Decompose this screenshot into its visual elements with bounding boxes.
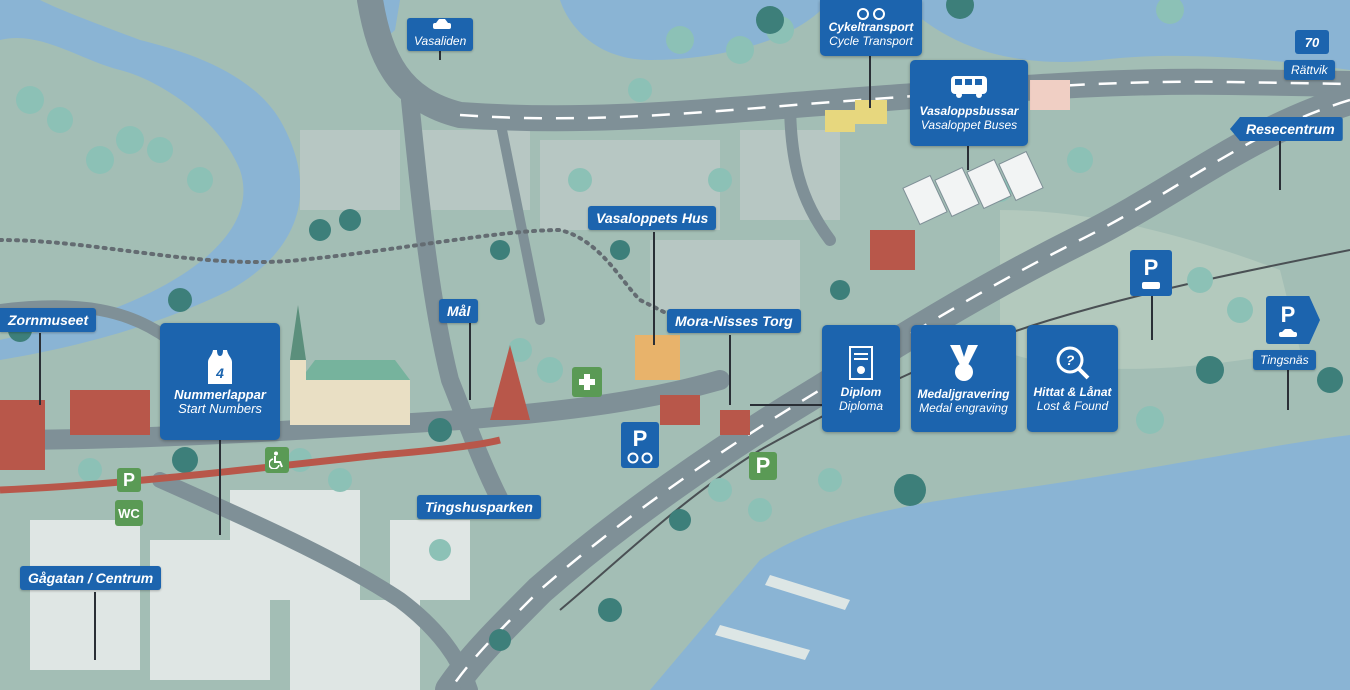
medalj-en: Medal engraving — [919, 400, 1008, 415]
hittat-lanat-card[interactable]: ? Hittat & Lånat Lost & Found — [1027, 325, 1118, 432]
tingshusparken-label[interactable]: Tingshusparken — [417, 495, 541, 519]
resecentrum-text: Resecentrum — [1246, 121, 1335, 137]
parking-letter: P — [755, 453, 771, 478]
medal-icon — [949, 344, 978, 381]
bussar-en: Vasaloppet Buses — [920, 118, 1018, 132]
parking-letter: P — [1280, 302, 1296, 327]
start-number: 4 — [215, 365, 224, 381]
wc-sign[interactable]: WC — [115, 500, 143, 526]
accessibility-sign — [265, 447, 289, 473]
vasaloppets-hus-text: Vasaloppets Hus — [596, 210, 709, 226]
church — [290, 80, 1070, 425]
cykeltransport-sv: Cykeltransport — [828, 20, 914, 34]
first-aid-cross-icon — [579, 374, 595, 390]
svg-text:?: ? — [1065, 352, 1074, 368]
ski-trail — [0, 227, 702, 332]
zornmuseet-label[interactable]: Zornmuseet — [0, 308, 97, 332]
zornmuseet-text: Zornmuseet — [8, 312, 89, 328]
nummerlappar-sv: Nummerlappar — [174, 386, 266, 402]
mora-nisses-torg-text: Mora-Nisses Torg — [675, 313, 793, 329]
bus-icon — [951, 76, 987, 98]
lake — [650, 435, 1350, 690]
mal-label[interactable]: Mål — [439, 299, 479, 323]
first-aid-sign — [572, 367, 602, 397]
medalj-sv: Medaljgravering — [917, 386, 1010, 401]
parking-letter: P — [122, 469, 135, 490]
tingsnas-text: Tingsnäs — [1260, 353, 1309, 367]
medaljgravering-card[interactable]: Medaljgravering Medal engraving — [911, 325, 1016, 432]
parking-sign-green[interactable]: P — [749, 452, 777, 480]
parking-sign-green-wc[interactable]: P — [117, 468, 141, 492]
rattvik-text: Rättvik — [1291, 63, 1328, 77]
mora-nisses-torg-label[interactable]: Mora-Nisses Torg — [667, 309, 801, 333]
tingsnas-label[interactable]: Tingsnäs — [1253, 350, 1316, 370]
wc-text: WC — [118, 505, 140, 521]
magnifier-question-icon: ? — [1056, 346, 1089, 379]
red-buildings — [0, 230, 915, 470]
vasaliden-text: Vasaliden — [414, 34, 467, 48]
vasaloppets-hus-label[interactable]: Vasaloppets Hus — [588, 206, 717, 230]
car-icon — [1279, 329, 1297, 337]
gagatan-centrum-label[interactable]: Gågatan / Centrum — [20, 566, 162, 590]
resecentrum-label[interactable]: Resecentrum — [1230, 117, 1343, 141]
hittat-en: Lost & Found — [1036, 398, 1109, 413]
diplom-card[interactable]: Diplom Diploma — [822, 325, 900, 432]
route-70-sign: 70 — [1295, 30, 1329, 54]
nummerlappar-card[interactable]: 4 Nummerlappar Start Numbers — [160, 323, 280, 440]
parking-letter: P — [1143, 255, 1159, 280]
cykeltransport-card[interactable]: Cykeltransport Cycle Transport — [820, 0, 922, 56]
parking-sign-bicycle[interactable]: P — [621, 422, 659, 468]
river — [0, 0, 301, 360]
diploma-icon — [849, 345, 873, 380]
bus-fleet — [902, 150, 1044, 226]
vasaliden-label[interactable]: Vasaliden — [407, 18, 474, 51]
car-icon — [433, 19, 451, 29]
cykeltransport-en: Cycle Transport — [829, 34, 913, 48]
bus-icon — [1142, 282, 1160, 289]
vasaloppsbussar-card[interactable]: Vasaloppsbussar Vasaloppet Buses — [910, 60, 1028, 146]
gagatan-text: Gågatan / Centrum — [28, 570, 154, 586]
parking-sign-tingsnas[interactable]: P — [1266, 296, 1320, 344]
diplom-sv: Diplom — [840, 384, 882, 399]
wheelchair-icon — [269, 451, 283, 469]
parking-sign-bus[interactable]: P — [1130, 250, 1172, 296]
parking-letter: P — [632, 426, 648, 451]
diplom-en: Diploma — [838, 398, 883, 413]
mal-text: Mål — [447, 303, 471, 319]
route-number: 70 — [1304, 34, 1320, 50]
bicycle-icon — [627, 452, 653, 464]
runner-vest-icon: 4 — [208, 349, 232, 384]
rattvik-label[interactable]: Rättvik — [1284, 60, 1335, 80]
bussar-sv: Vasaloppsbussar — [919, 104, 1019, 118]
nummerlappar-en: Start Numbers — [178, 400, 262, 416]
bicycle-icon — [857, 8, 885, 20]
hittat-sv: Hittat & Lånat — [1033, 384, 1112, 399]
tingshusparken-text: Tingshusparken — [425, 499, 533, 515]
